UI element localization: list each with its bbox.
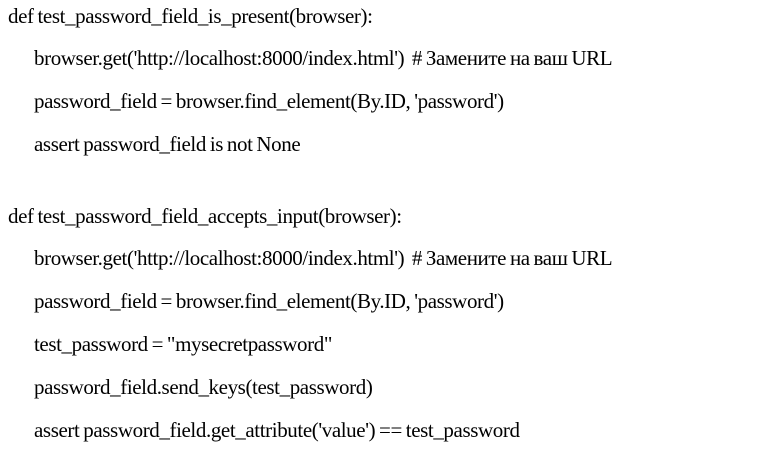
- code-line-browser-get: browser.get('http://localhost:8000/index…: [34, 246, 612, 270]
- code-line-test-password-assignment: test_password = "mysecretpassword": [34, 332, 332, 356]
- code-line-browser-get: browser.get('http://localhost:8000/index…: [34, 46, 612, 70]
- code-line-find-password-field: password_field = browser.find_element(By…: [34, 89, 504, 113]
- code-line-assert-value-equals: assert password_field.get_attribute('val…: [34, 418, 520, 442]
- code-line-def-test-password-field-accepts-input: def test_password_field_accepts_input(br…: [8, 204, 402, 228]
- code-line-find-password-field: password_field = browser.find_element(By…: [34, 289, 504, 313]
- code-line-assert-not-none: assert password_field is not None: [34, 132, 300, 156]
- code-line-def-test-password-field-is-present: def test_password_field_is_present(brows…: [8, 4, 373, 28]
- code-line-send-keys: password_field.send_keys(test_password): [34, 375, 372, 399]
